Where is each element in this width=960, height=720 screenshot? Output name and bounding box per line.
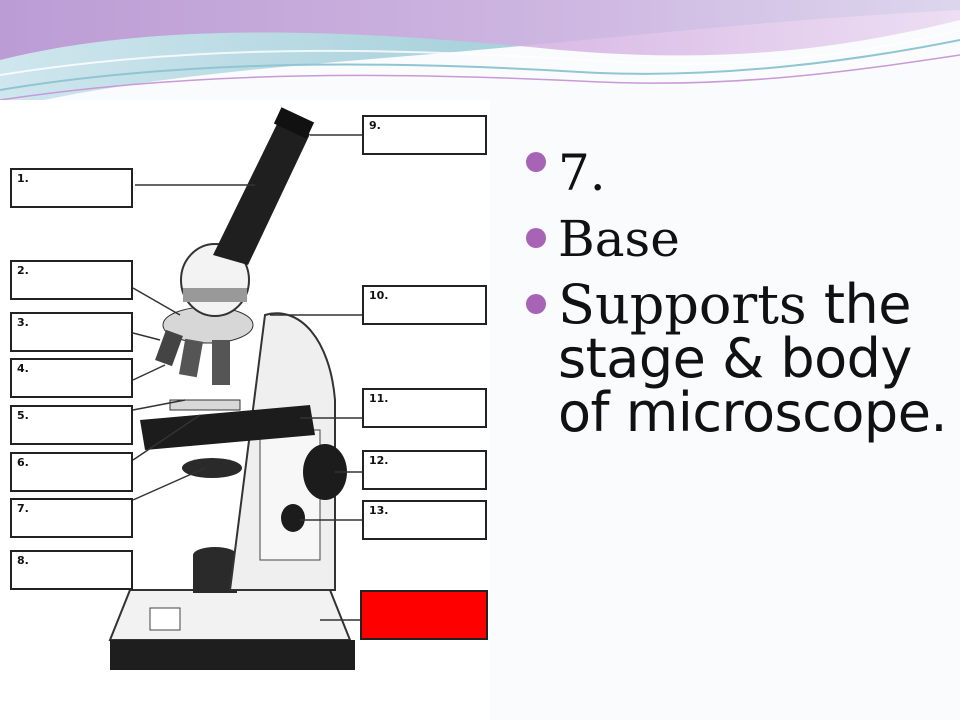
label-number: 6. — [17, 456, 29, 469]
bullet-item-number: 7. — [522, 140, 952, 206]
microscope-diagram: 1. 2. 3. 4. 5. 6. 7. 8. 9. 10. 11. 12. 1… — [0, 100, 490, 720]
label-box-9: 9. — [362, 115, 487, 155]
label-number: 9. — [369, 119, 381, 132]
wave-banner — [0, 0, 960, 110]
bullet-text: Base — [558, 210, 680, 268]
bullet-text: Supports — [558, 273, 807, 336]
label-box-1: 1. — [10, 168, 133, 208]
bullet-dot-icon — [526, 294, 546, 314]
label-box-2: 2. — [10, 260, 133, 300]
label-box-13: 13. — [362, 500, 487, 540]
bullet-item-part-name: Base — [522, 206, 952, 272]
label-box-7: 7. — [10, 498, 133, 538]
label-box-12: 12. — [362, 450, 487, 490]
label-number: 12. — [369, 454, 389, 467]
label-box-11: 11. — [362, 388, 487, 428]
bullet-item-description: Supports the stage & body of microscope. — [522, 278, 952, 440]
label-number: 2. — [17, 264, 29, 277]
label-number: 3. — [17, 316, 29, 329]
label-box-3: 3. — [10, 312, 133, 352]
bullet-text: 7. — [558, 144, 606, 202]
label-box-10: 10. — [362, 285, 487, 325]
label-number: 1. — [17, 172, 29, 185]
bullet-text-continued: the stage & body of microscope. — [558, 273, 948, 444]
label-box-8: 8. — [10, 550, 133, 590]
label-number: 11. — [369, 392, 389, 405]
label-number: 8. — [17, 554, 29, 567]
label-box-5: 5. — [10, 405, 133, 445]
label-box-4: 4. — [10, 358, 133, 398]
bullet-dot-icon — [526, 228, 546, 248]
microscope-illustration — [108, 107, 362, 670]
label-number: 7. — [17, 502, 29, 515]
label-number: 13. — [369, 504, 389, 517]
label-number: 4. — [17, 362, 29, 375]
bullet-dot-icon — [526, 152, 546, 172]
label-box-6: 6. — [10, 452, 133, 492]
highlighted-answer-box — [360, 590, 488, 640]
label-number: 5. — [17, 409, 29, 422]
label-number: 10. — [369, 289, 389, 302]
bullet-list: 7. Base Supports the stage & body of mic… — [522, 140, 952, 440]
